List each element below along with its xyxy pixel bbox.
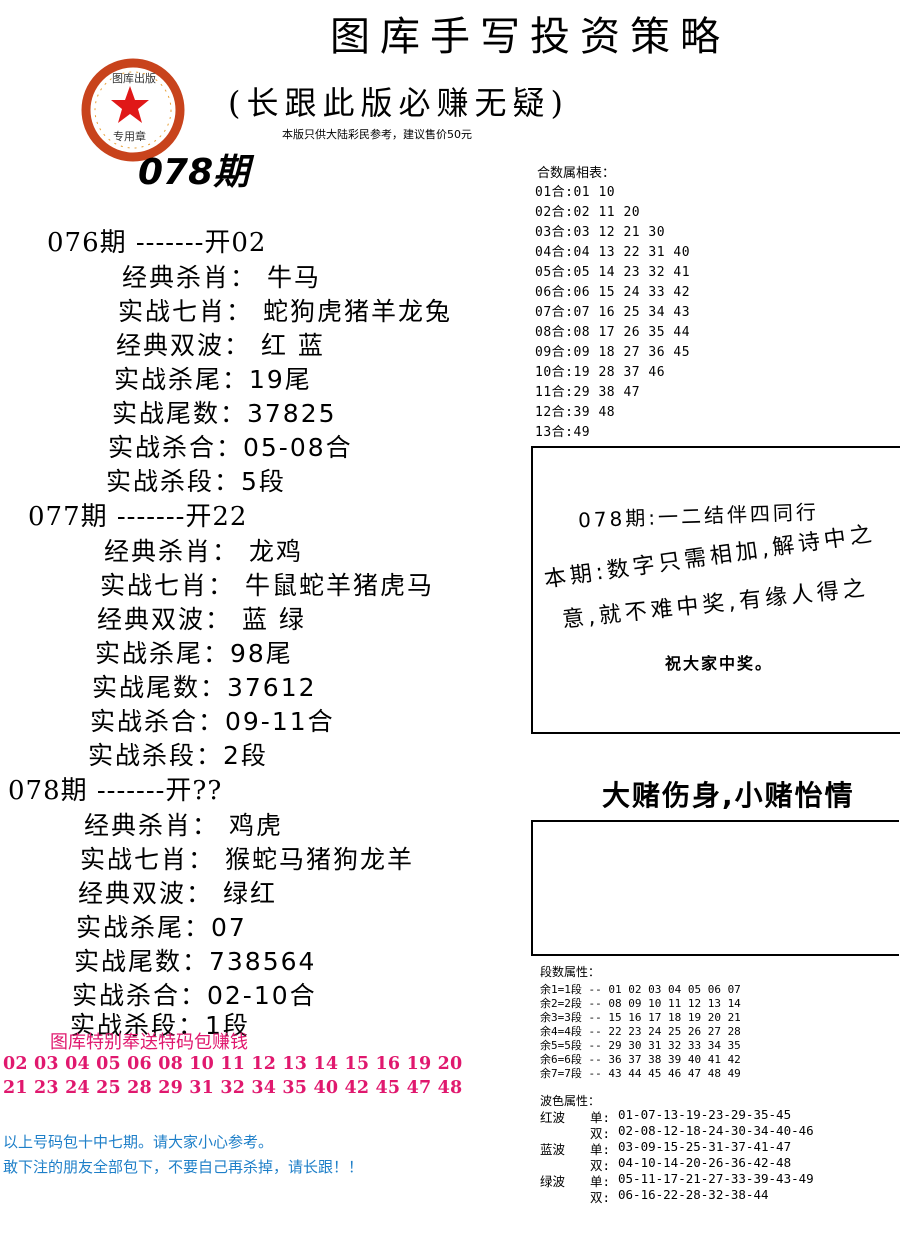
record-line: 实战尾数：37825: [112, 399, 337, 428]
gift-numbers-line-1: 02 03 04 05 06 08 10 11 12 13 14 15 16 1…: [3, 1054, 463, 1074]
duan-table-row: 余4=4段 -- 22 23 24 25 26 27 28: [540, 1025, 741, 1038]
bo-name: 绿波: [540, 1174, 566, 1189]
duan-table-title: 段数属性：: [540, 965, 601, 979]
record-line: 实战杀尾：98尾: [95, 639, 293, 668]
he-table-row: 04合:04 13 22 31 40: [535, 245, 691, 260]
record-line: 经典双波： 红 蓝: [116, 331, 325, 360]
he-table-row: 02合:02 11 20: [535, 205, 641, 220]
stamp-bottom-text: 专用章: [113, 129, 146, 143]
bo-single-label: 单:: [590, 1110, 611, 1125]
duan-table-row: 余5=5段 -- 29 30 31 32 33 34 35: [540, 1039, 741, 1052]
record-line: 实战杀尾：07: [76, 913, 247, 942]
record-line: 经典双波： 绿红: [78, 879, 277, 908]
bo-single-label: 单:: [590, 1174, 611, 1189]
record-line: 经典双波： 蓝 绿: [97, 605, 306, 634]
page-title: 图库手写投资策略: [330, 14, 730, 60]
gift-numbers-line-2: 21 23 24 25 28 29 31 32 34 35 40 42 45 4…: [3, 1078, 463, 1098]
record-line: 实战杀尾：19尾: [114, 365, 312, 394]
bo-double-label: 双:: [590, 1126, 611, 1141]
record-line: 实战七肖： 蛇狗虎猪羊龙兔: [118, 297, 452, 326]
bo-single-values: 05-11-17-21-27-33-39-43-49: [618, 1171, 814, 1186]
record-line: 实战七肖： 牛鼠蛇羊猪虎马: [100, 571, 434, 600]
page-subtitle: (长跟此版必赚无疑): [228, 84, 569, 122]
footer-note-1: 以上号码包十中七期。请大家小心参考。: [3, 1133, 274, 1151]
bo-double-values: 02-08-12-18-24-30-34-40-46: [618, 1123, 814, 1138]
poem-box: [531, 446, 900, 734]
he-table-row: 13合:49: [535, 425, 591, 440]
bo-table-title: 波色属性：: [540, 1094, 601, 1108]
duan-table-row: 余1=1段 -- 01 02 03 04 05 06 07: [540, 983, 741, 996]
he-table-title: 合数属相表：: [537, 166, 616, 181]
duan-table-row: 余7=7段 -- 43 44 45 46 47 48 49: [540, 1067, 741, 1080]
record-period-078: 078期 -------开??: [8, 776, 223, 806]
record-line: 经典杀肖： 龙鸡: [104, 537, 303, 566]
bo-single-values: 01-07-13-19-23-29-35-45: [618, 1107, 792, 1122]
record-line: 实战杀段：2段: [88, 741, 268, 770]
he-table-row: 10合:19 28 37 46: [535, 365, 666, 380]
bo-double-values: 04-10-14-20-26-36-42-48: [618, 1155, 792, 1170]
duan-table-row: 余2=2段 -- 08 09 10 11 12 13 14: [540, 997, 741, 1010]
footer-note-2: 敢下注的朋友全部包下，不要自己再杀掉，请长跟！！: [3, 1158, 364, 1176]
record-period-076: 076期 -------开02: [47, 228, 267, 258]
record-line: 实战杀合：09-11合: [90, 707, 335, 736]
poem-wish: 祝大家中奖。: [665, 654, 774, 673]
star-icon: [111, 86, 149, 123]
motto: 大赌伤身,小赌怡情: [602, 779, 855, 812]
he-table-row: 06合:06 15 24 33 42: [535, 285, 691, 300]
record-line: 实战杀合：02-10合: [72, 981, 317, 1010]
empty-box: [531, 820, 899, 956]
bo-name: 蓝波: [540, 1142, 566, 1157]
record-period-077: 077期 -------开22: [28, 502, 248, 532]
he-table-row: 09合:09 18 27 36 45: [535, 345, 691, 360]
he-table-row: 07合:07 16 25 34 43: [535, 305, 691, 320]
issue-number: 078期: [138, 152, 250, 193]
gift-title: 图库特别奉送特码包赚钱: [50, 1032, 248, 1053]
he-table-row: 08合:08 17 26 35 44: [535, 325, 691, 340]
he-table-row: 11合:29 38 47: [535, 385, 641, 400]
record-line: 实战杀合：05-08合: [108, 433, 353, 462]
price-note: 本版只供大陆彩民参考，建议售价50元: [282, 128, 472, 141]
he-table-row: 12合:39 48: [535, 405, 616, 420]
bo-double-label: 双:: [590, 1158, 611, 1173]
publisher-stamp-icon: 图库出版 专用章: [81, 58, 185, 162]
bo-double-values: 06-16-22-28-32-38-44: [618, 1187, 769, 1202]
he-table-row: 01合:01 10: [535, 185, 616, 200]
stamp-top-text: 图库出版: [112, 71, 156, 85]
record-line: 实战尾数：738564: [74, 947, 317, 976]
record-line: 实战七肖： 猴蛇马猪狗龙羊: [80, 845, 414, 874]
record-line: 实战杀段：1段: [70, 1011, 250, 1040]
bo-double-label: 双:: [590, 1190, 611, 1205]
record-line: 经典杀肖： 牛马: [122, 263, 321, 292]
record-line: 实战杀段：5段: [106, 467, 286, 496]
bo-single-label: 单:: [590, 1142, 611, 1157]
he-table-row: 03合:03 12 21 30: [535, 225, 666, 240]
record-line: 实战尾数：37612: [92, 673, 317, 702]
record-line: 经典杀肖： 鸡虎: [84, 811, 283, 840]
bo-name: 红波: [540, 1110, 566, 1125]
duan-table-row: 余3=3段 -- 15 16 17 18 19 20 21: [540, 1011, 741, 1024]
he-table-row: 05合:05 14 23 32 41: [535, 265, 691, 280]
bo-single-values: 03-09-15-25-31-37-41-47: [618, 1139, 792, 1154]
duan-table-row: 余6=6段 -- 36 37 38 39 40 41 42: [540, 1053, 741, 1066]
